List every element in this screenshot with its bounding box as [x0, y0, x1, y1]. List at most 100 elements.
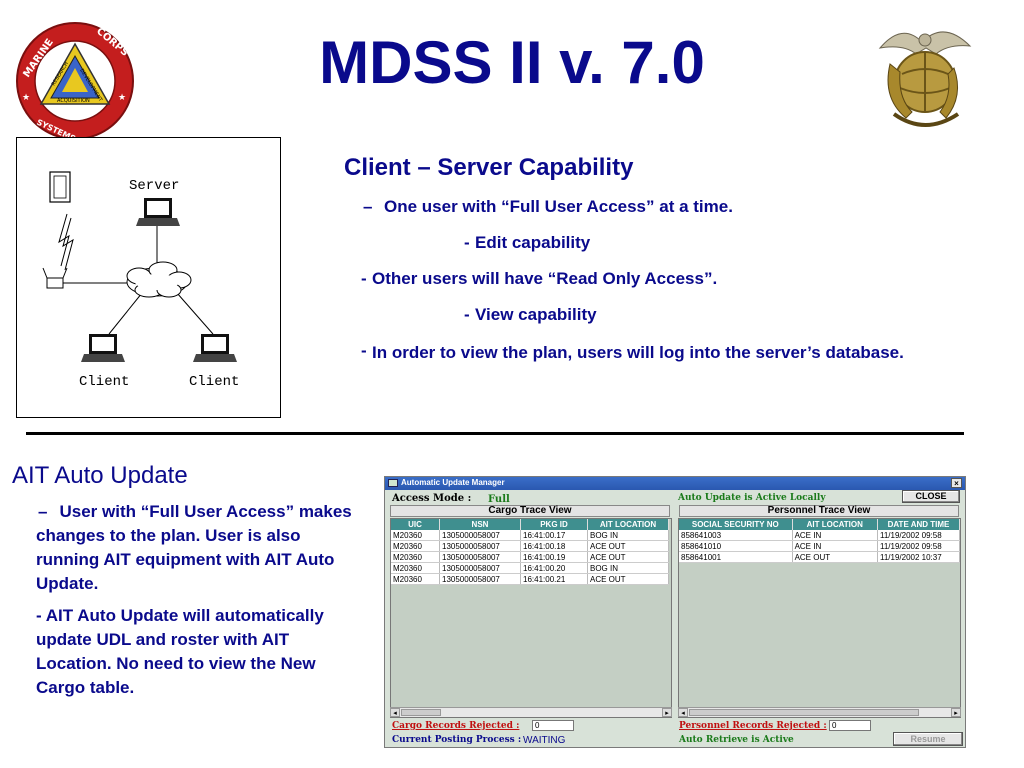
network-cloud-icon [126, 261, 192, 298]
cell: BOG IN [587, 562, 669, 574]
cell: ACE OUT [587, 540, 669, 552]
cell: 1305000058007 [439, 562, 521, 574]
cell: 1305000058007 [439, 573, 521, 585]
cell: 16:41:00.20 [520, 562, 588, 574]
client-label: Client [79, 374, 130, 390]
window-close-icon[interactable]: × [951, 478, 962, 488]
section-divider [26, 432, 964, 435]
column-header[interactable]: PKG ID [520, 519, 588, 530]
bullet-dash: – [38, 502, 48, 521]
cargo-rejected-field[interactable]: 0 [532, 720, 574, 731]
cell: ACE IN [792, 540, 878, 552]
ait-paragraph-1: –User with “Full User Access” makes chan… [36, 500, 362, 596]
personnel-horizontal-scrollbar[interactable]: ◂ ▸ [678, 707, 961, 717]
cell: 1305000058007 [439, 540, 521, 552]
svg-text:★: ★ [22, 92, 30, 102]
scroll-right-icon[interactable]: ▸ [662, 708, 672, 717]
cell: 858641001 [679, 551, 793, 563]
personnel-grid[interactable]: SOCIAL SECURITY NO AIT LOCATION DATE AND… [678, 518, 961, 718]
cell: ACE OUT [587, 573, 669, 585]
bullet-full-access: One user with “Full User Access” at a ti… [384, 197, 733, 216]
posting-value: WAITING [523, 735, 566, 746]
cell: M20360 [391, 551, 440, 563]
server-label: Server [129, 178, 180, 194]
cell: 16:41:00.19 [520, 551, 588, 563]
column-header[interactable]: SOCIAL SECURITY NO [679, 519, 793, 530]
cell: 16:41:00.18 [520, 540, 588, 552]
cell: 16:41:00.17 [520, 530, 588, 541]
scroll-left-icon[interactable]: ◂ [678, 708, 688, 717]
personnel-trace-title: Personnel Trace View [679, 505, 959, 517]
cell: 858641010 [679, 540, 793, 552]
sub-bullet-dash: - [464, 233, 470, 252]
page-title: MDSS II v. 7.0 [319, 29, 705, 96]
access-mode-label: Access Mode : [392, 493, 472, 504]
server-laptop-icon [136, 198, 180, 226]
cell: 1305000058007 [439, 551, 521, 563]
cell: ACE OUT [792, 551, 878, 563]
close-button[interactable]: CLOSE [902, 490, 960, 503]
auto-retrieve-status: Auto Retrieve is Active [679, 735, 794, 745]
cell: ACE OUT [587, 551, 669, 563]
lightning-icon [58, 213, 74, 271]
cell: M20360 [391, 573, 440, 585]
auto-update-manager-window: Automatic Update Manager × Access Mode :… [384, 476, 966, 748]
cell: M20360 [391, 562, 440, 574]
column-header[interactable]: AIT LOCATION [792, 519, 878, 530]
svg-text:★: ★ [118, 92, 126, 102]
window-title: Automatic Update Manager [401, 478, 505, 487]
column-header[interactable]: NSN [439, 519, 521, 530]
scroll-left-icon[interactable]: ◂ [390, 708, 400, 717]
scroll-thumb[interactable] [401, 709, 441, 716]
cell: M20360 [391, 530, 440, 541]
cell: ACE IN [792, 530, 878, 541]
sub-bullet-dash: - [464, 305, 470, 324]
bullet-dash: – [363, 197, 373, 216]
cell: BOG IN [587, 530, 669, 541]
column-header[interactable]: DATE AND TIME [877, 519, 960, 530]
ait-paragraph-1-text: User with “Full User Access” makes chang… [36, 502, 352, 593]
cargo-horizontal-scrollbar[interactable]: ◂ ▸ [390, 707, 672, 717]
cell: 11/19/2002 10:37 [877, 551, 960, 563]
column-header[interactable]: UIC [391, 519, 440, 530]
seal-logo: MARINE CORPS SYSTEMS COMMAND RESEARCH DE… [14, 20, 136, 165]
auto-update-status: Auto Update is Active Locally [678, 493, 826, 503]
cargo-trace-title: Cargo Trace View [390, 505, 670, 517]
handheld-device-icon [49, 171, 71, 203]
bullet-read-only: Other users will have “Read Only Access”… [372, 269, 718, 288]
eagle-globe-anchor-emblem [872, 18, 978, 136]
ait-description: –User with “Full User Access” makes chan… [36, 500, 362, 708]
seal-inner-3: ACQUISITION [57, 98, 90, 104]
posting-label: Current Posting Process : [392, 735, 522, 745]
cell: 11/19/2002 09:58 [877, 530, 960, 541]
bullet-dash: - [361, 341, 367, 360]
cell: 16:41:00.21 [520, 573, 588, 585]
client-label: Client [189, 374, 240, 390]
app-icon [388, 479, 398, 487]
cell: M20360 [391, 540, 440, 552]
personnel-rejected-label: Personnel Records Rejected : [679, 721, 827, 731]
ait-paragraph-2-text: AIT Auto Update will automatically updat… [36, 606, 324, 697]
cell: 1305000058007 [439, 530, 521, 541]
window-titlebar[interactable]: Automatic Update Manager × [385, 477, 965, 490]
client-laptop-icon [193, 334, 237, 362]
client-laptop-icon [81, 334, 125, 362]
ait-reader-icon [42, 267, 68, 289]
scroll-thumb[interactable] [689, 709, 919, 716]
resume-button[interactable]: Resume [893, 732, 963, 746]
scroll-right-icon[interactable]: ▸ [951, 708, 961, 717]
client-server-heading: Client – Server Capability [344, 154, 634, 181]
cell: 858641003 [679, 530, 793, 541]
column-header[interactable]: AIT LOCATION [587, 519, 669, 530]
bullet-login-database: In order to view the plan, users will lo… [372, 343, 904, 362]
personnel-rejected-field[interactable]: 0 [829, 720, 871, 731]
